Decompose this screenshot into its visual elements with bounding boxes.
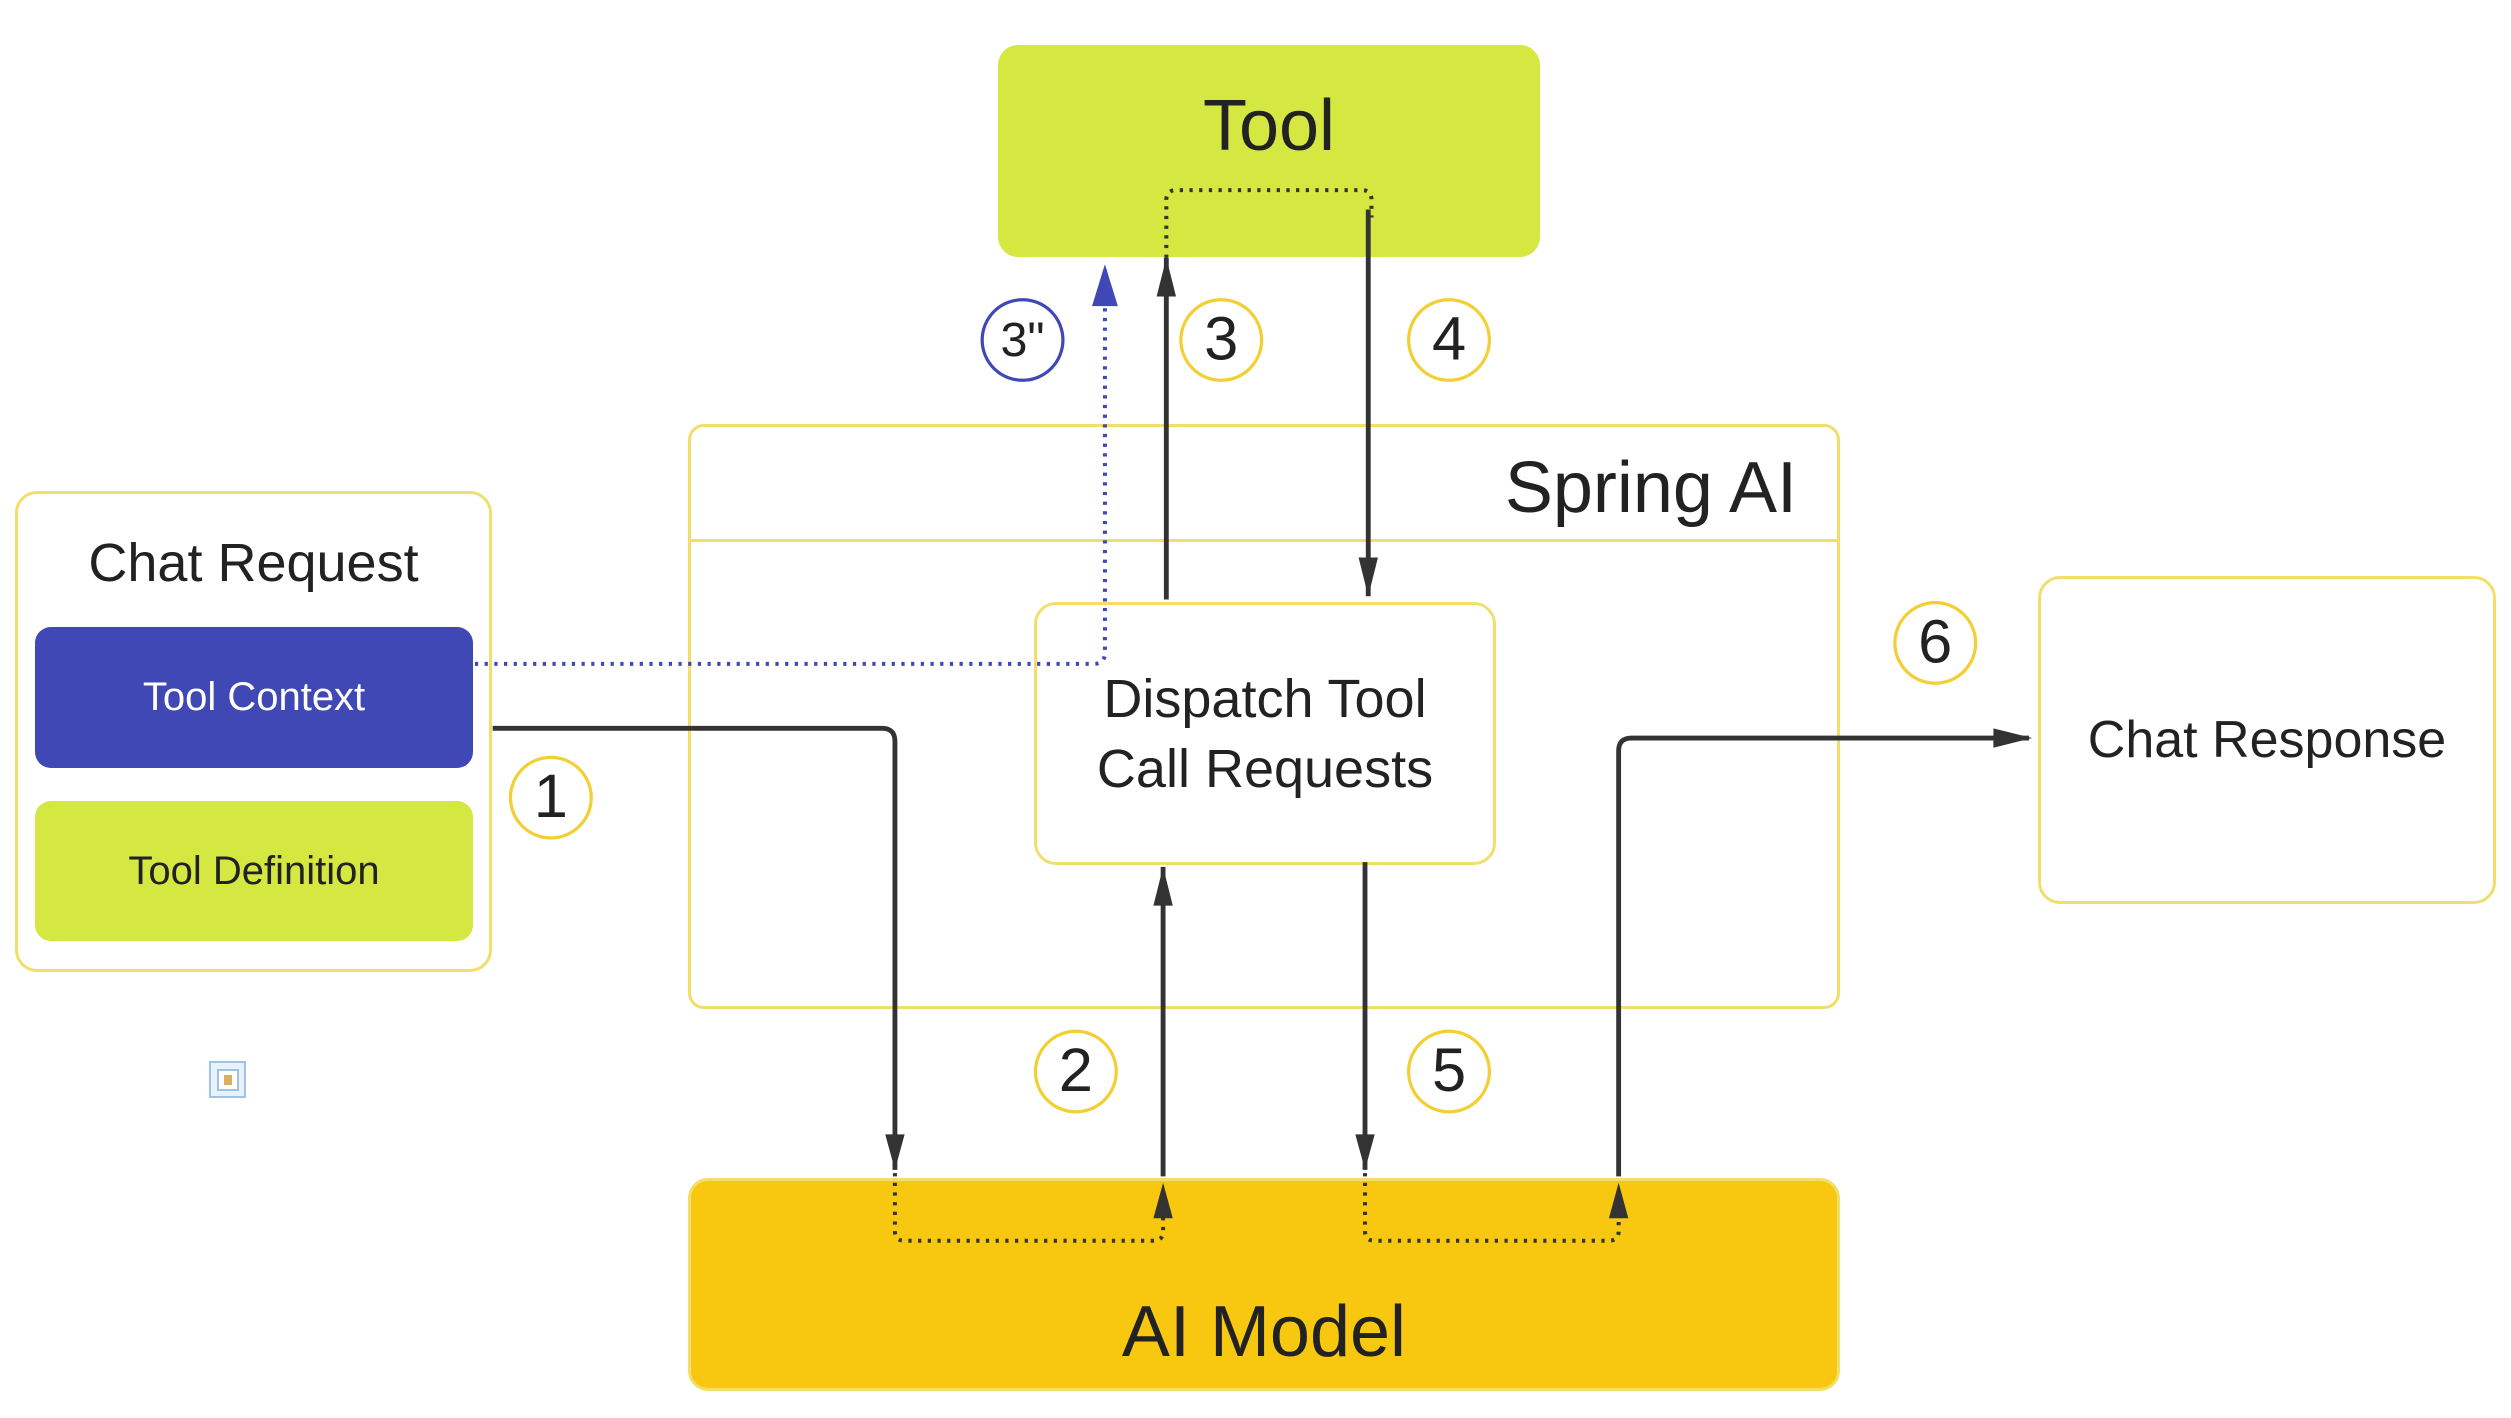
tool-definition-label: Tool Definition — [128, 848, 380, 893]
svg-text:6: 6 — [1918, 607, 1952, 675]
step-marker-3: 3 — [1179, 298, 1264, 382]
svg-text:5: 5 — [1432, 1036, 1466, 1104]
step-marker-1: 1 — [508, 755, 593, 840]
dotted-model-internal-left — [892, 1173, 1166, 1243]
dispatch-node: Dispatch Tool Call Requests — [1034, 602, 1496, 865]
step-marker-4: 4 — [1407, 298, 1492, 382]
chat-request-node: Chat Request Tool Context Tool Definitio… — [15, 491, 492, 972]
chat-response-node: Chat Response — [2038, 576, 2496, 904]
dispatch-label-line2: Call Requests — [1096, 738, 1434, 799]
ai-model-node: AI Model — [688, 1178, 1840, 1391]
step-marker-6: 6 — [1893, 601, 1978, 685]
ai-model-label: AI Model — [1121, 1292, 1407, 1372]
step-marker-2: 2 — [1033, 1029, 1118, 1114]
dotted-model-internal-right — [1362, 1173, 1621, 1243]
tool-definition-node: Tool Definition — [35, 801, 473, 941]
tool-context-node: Tool Context — [35, 627, 473, 768]
chat-request-title: Chat Request — [88, 533, 419, 593]
spring-ai-label: Spring AI — [1504, 448, 1797, 528]
svg-text:3": 3" — [1000, 313, 1044, 367]
tool-context-label: Tool Context — [142, 675, 366, 719]
connector-group: 1 2 3 3" 4 5 6 — [474, 188, 2033, 1243]
image-placeholder-icon — [209, 1061, 246, 1098]
tool-node: Tool — [998, 45, 1540, 257]
arrow-step-1 — [492, 725, 898, 1170]
step-marker-5: 5 — [1407, 1029, 1492, 1114]
svg-text:3: 3 — [1204, 304, 1238, 372]
spring-ai-container: Spring AI — [688, 424, 1840, 1009]
dotted-tool-internal — [1164, 188, 1374, 258]
svg-text:2: 2 — [1059, 1036, 1093, 1104]
step-marker-3-context: 3" — [980, 298, 1065, 382]
chat-response-label: Chat Response — [2087, 711, 2447, 769]
svg-text:4: 4 — [1432, 304, 1466, 372]
spring-ai-header-divider — [691, 539, 1837, 542]
arrow-step-6 — [1616, 735, 2029, 1177]
dispatch-label-line1: Dispatch Tool — [1103, 668, 1427, 729]
tool-node-label: Tool — [1202, 86, 1336, 166]
svg-text:1: 1 — [534, 762, 568, 830]
